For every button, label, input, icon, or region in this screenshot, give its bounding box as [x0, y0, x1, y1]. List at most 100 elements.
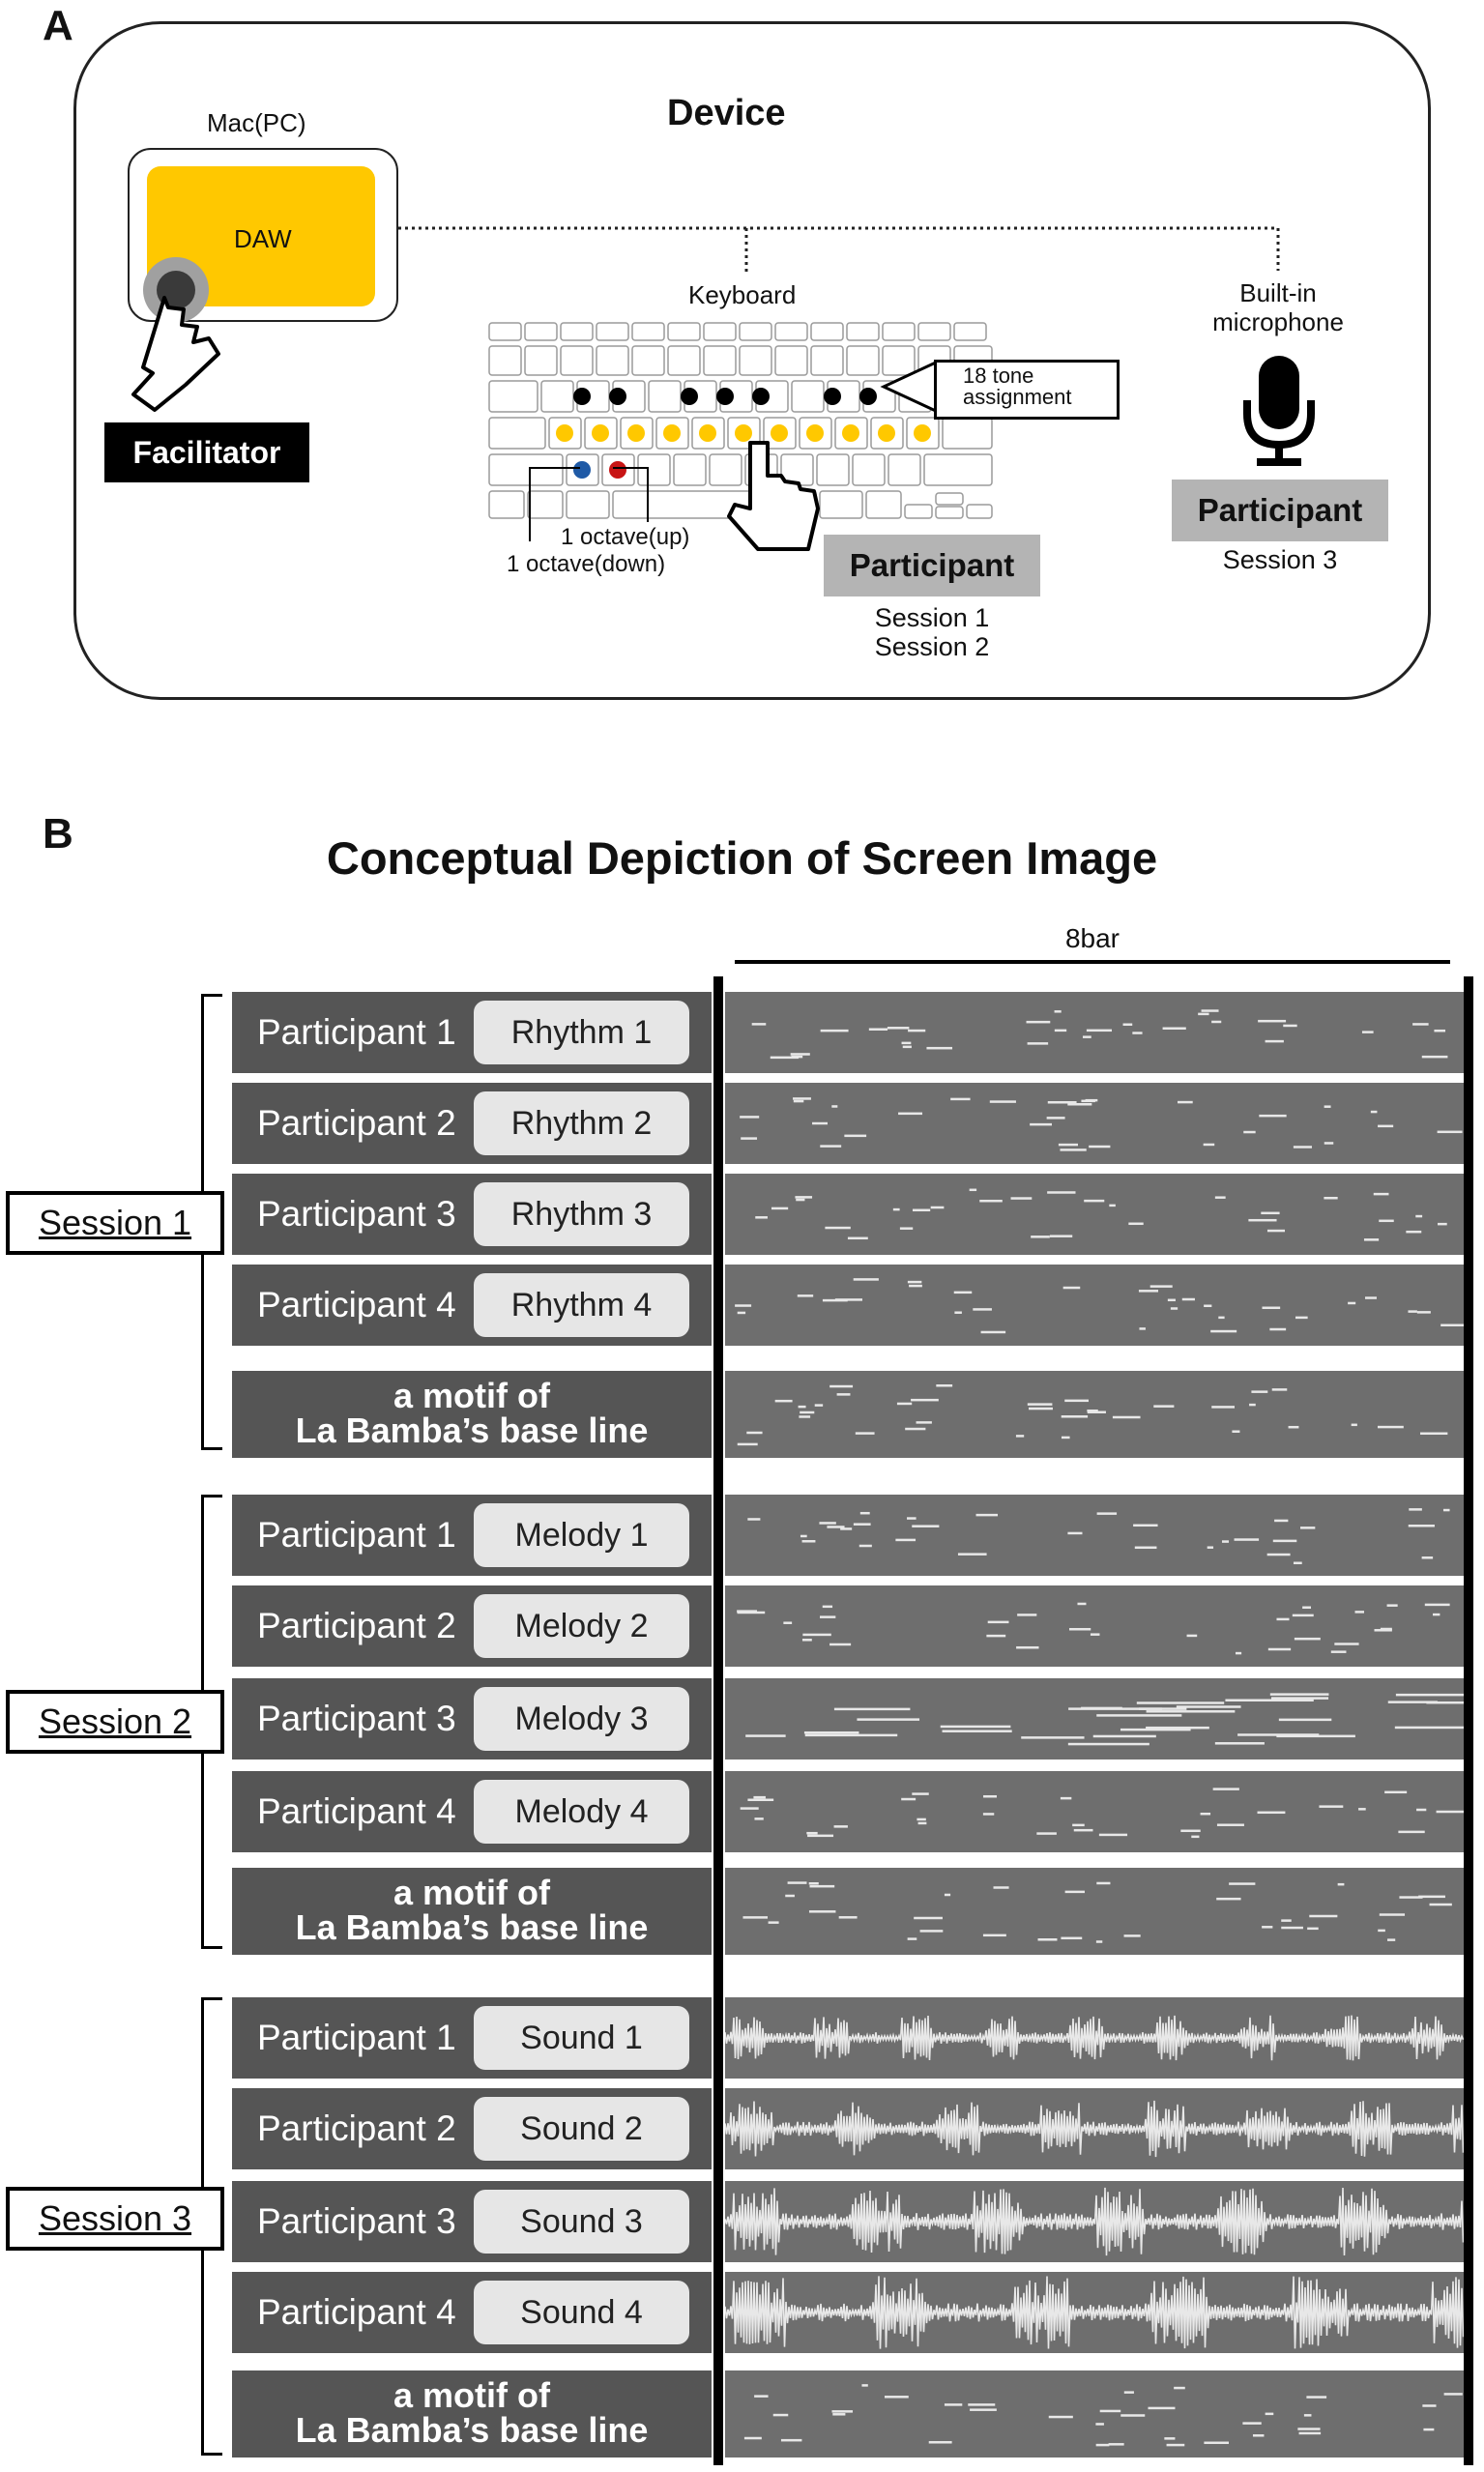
keyboard-key: [667, 345, 701, 376]
midi-note: [1010, 1197, 1033, 1200]
midi-note: [797, 1294, 814, 1297]
midi-note: [1288, 1425, 1299, 1429]
midi-note: [1216, 1823, 1244, 1826]
keyboard-label: Keyboard: [688, 280, 797, 309]
octave-up-label: 1 octave(up): [561, 524, 690, 550]
midi-note: [753, 1795, 766, 1799]
track-name-pill[interactable]: Melody 2: [474, 1594, 689, 1658]
midi-note: [737, 1311, 746, 1315]
midi-note: [825, 1226, 851, 1230]
midi-note: [1030, 1122, 1052, 1126]
track-name-pill[interactable]: Sound 2: [474, 2097, 689, 2161]
midi-note: [986, 1634, 1006, 1638]
midi-note: [790, 1053, 810, 1056]
midi-note: [1087, 1410, 1106, 1413]
midi-note: [1442, 1508, 1450, 1512]
midi-note: [1276, 1617, 1290, 1621]
midi-note: [1123, 2391, 1134, 2394]
midi-note: [1395, 1693, 1464, 1697]
session-label: Session 3: [6, 2187, 224, 2251]
midi-notes: [740, 1097, 1463, 1151]
keyboard-key: [488, 345, 522, 376]
keyboard-key: [566, 490, 610, 519]
midi-note: [822, 1298, 848, 1302]
midi-note: [1120, 1728, 1191, 1731]
midi-note: [1210, 1329, 1237, 1333]
midi-note: [1259, 1114, 1287, 1118]
midi-note: [1090, 1633, 1100, 1636]
midi-note: [914, 1916, 943, 1920]
track-name-pill[interactable]: Rhythm 4: [474, 1273, 689, 1337]
midi-note: [1148, 2406, 1176, 2410]
midi-note: [819, 1522, 836, 1525]
midi-note: [1324, 1142, 1334, 1145]
midi-note: [855, 1432, 875, 1435]
track-name-pill[interactable]: Melody 4: [474, 1780, 689, 1844]
facilitator-hand-icon: [131, 257, 220, 412]
track-name-pill[interactable]: Sound 1: [474, 2006, 689, 2070]
keyboard-key: [596, 322, 629, 341]
midi-note: [899, 1227, 914, 1230]
midi-note: [751, 1023, 767, 1026]
midi-note: [1153, 1405, 1175, 1408]
midi-note: [1095, 2423, 1104, 2426]
midi-note: [1092, 1734, 1156, 1738]
midi-note: [1096, 1714, 1182, 1717]
track-name-pill[interactable]: Rhythm 3: [474, 1182, 689, 1246]
keyboard-key: [488, 453, 564, 486]
midi-note: [1406, 1230, 1422, 1234]
midi-note: [912, 1525, 940, 1527]
midi-note: [1409, 1508, 1422, 1511]
midi-note: [770, 1056, 800, 1060]
midi-note: [957, 1553, 987, 1556]
midi-note: [908, 1029, 926, 1032]
midi-note: [787, 1881, 807, 1884]
track-lane: [725, 2272, 1464, 2353]
midi-note: [844, 1134, 867, 1138]
midi-note: [1295, 1316, 1308, 1320]
midi-note: [1054, 1029, 1067, 1032]
track-name-pill[interactable]: Rhythm 2: [474, 1091, 689, 1155]
midi-note: [953, 1291, 973, 1294]
midi-note: [884, 2396, 909, 2399]
tone-key-black: [824, 388, 841, 405]
track-name-pill[interactable]: Sound 3: [474, 2190, 689, 2254]
track-name-pill[interactable]: Sound 4: [474, 2281, 689, 2344]
track-name-pill[interactable]: Rhythm 1: [474, 1001, 689, 1064]
track-name-pill[interactable]: Melody 1: [474, 1503, 689, 1567]
midi-note: [747, 1518, 761, 1521]
track-lane: [725, 1174, 1464, 1255]
midi-notes: [743, 2384, 1463, 2447]
midi-note: [1309, 1914, 1338, 1918]
midi-note: [1133, 1524, 1158, 1527]
keyboard-key: [846, 322, 880, 341]
midi-notes: [755, 1188, 1447, 1241]
motif-label-line-2: La Bamba’s base line: [295, 1907, 649, 1947]
midi-note: [1098, 1833, 1128, 1837]
midi-note: [1436, 1810, 1464, 1814]
midi-note: [1319, 1805, 1344, 1808]
tone-key-black: [609, 388, 626, 405]
midi-note: [901, 1041, 912, 1045]
track-name-pill[interactable]: Melody 3: [474, 1687, 689, 1751]
session-label: Session 1: [6, 1191, 224, 1255]
track-lane: [725, 1585, 1464, 1667]
midi-note: [1167, 1298, 1176, 1302]
midi-note: [783, 1621, 793, 1624]
midi-note: [1251, 1390, 1268, 1393]
